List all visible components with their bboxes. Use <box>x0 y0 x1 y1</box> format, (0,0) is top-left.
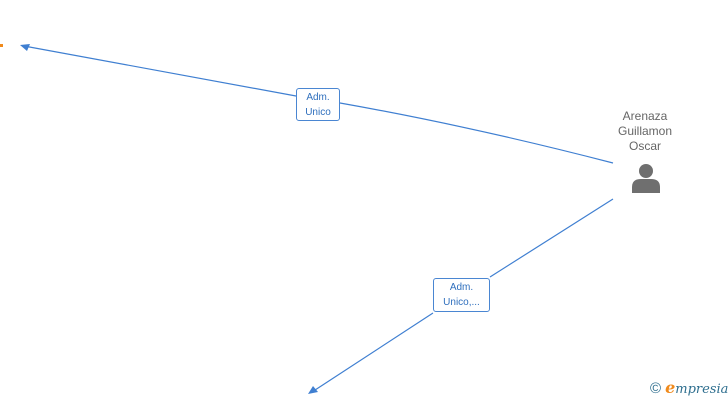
arrowhead-icon <box>20 44 30 51</box>
brand-logo: empresia <box>665 379 728 399</box>
brand-logo-text: mpresia <box>675 382 728 397</box>
brand-watermark[interactable]: © empresia <box>650 379 728 399</box>
person-name-line: Guillamon <box>617 124 673 138</box>
arrowhead-icon <box>308 386 318 394</box>
edge-to-company-bottom[interactable] <box>308 198 614 394</box>
copyright-icon: © <box>650 380 662 397</box>
edge-label-role[interactable]: Adm. Unico,... <box>433 278 490 312</box>
edge-label-line: Adm. <box>306 92 330 103</box>
edge-line <box>23 45 614 164</box>
person-icon[interactable] <box>630 163 662 193</box>
brand-logo-initial: e <box>665 378 676 397</box>
company-node-partial[interactable] <box>0 44 3 47</box>
edge-to-company-top-left[interactable] <box>20 44 614 164</box>
edge-label-line: Unico <box>305 107 331 118</box>
edge-label-line: Unico,... <box>443 297 480 308</box>
edge-line <box>311 198 614 393</box>
person-name-line: Arenaza <box>622 109 668 123</box>
edge-label-role[interactable]: Adm. Unico <box>296 88 340 121</box>
person-name[interactable]: Arenaza Guillamon Oscar <box>600 109 690 154</box>
person-name-line: Oscar <box>628 139 661 153</box>
edge-label-line: Adm. <box>449 282 474 293</box>
